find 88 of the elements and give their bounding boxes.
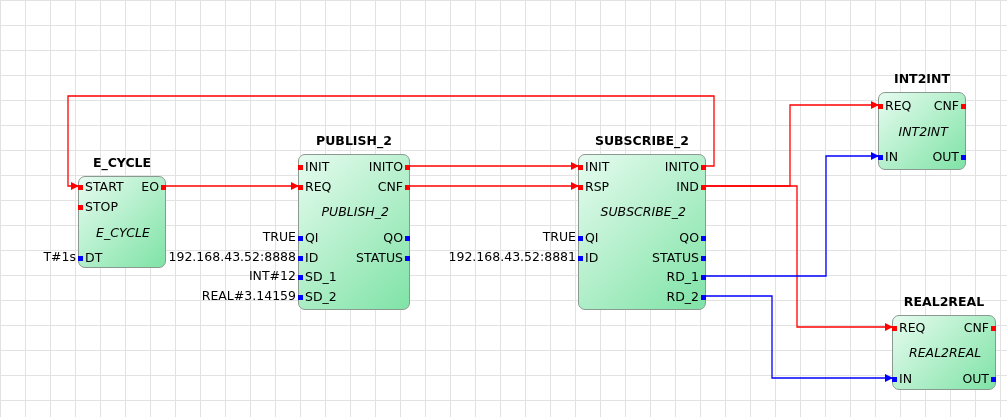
data-input-port: IN <box>892 371 913 387</box>
connection-line <box>67 95 715 190</box>
block-type-name: PUBLISH_2 <box>321 204 389 220</box>
data-input-port: IN <box>878 149 899 165</box>
node-label: RD_2 <box>666 289 699 304</box>
data-output-port: QO <box>679 230 706 246</box>
event-input-port: REQ <box>892 320 926 336</box>
event-input-port: REQ <box>878 98 912 114</box>
data-input-port: QI <box>298 230 319 246</box>
data-input-port: DT <box>78 250 103 266</box>
parameter-value: TRUE <box>542 229 576 245</box>
block-title: SUBSCRIBE_2 <box>593 132 691 150</box>
data-input-port: ID <box>578 250 599 266</box>
data-output-port: STATUS <box>652 250 706 266</box>
block-title: PUBLISH_2 <box>315 132 393 150</box>
node-label: RD_1 <box>666 269 699 284</box>
node-label: QI <box>305 230 319 245</box>
event-input-port: RSP <box>578 179 610 195</box>
parameter-value: 192.168.43.52:8888 <box>168 249 296 265</box>
node-label: SD_2 <box>305 289 337 304</box>
node-label: REQ <box>305 179 332 194</box>
data-input-port: SD_1 <box>298 269 337 285</box>
node-label: INIT <box>305 159 330 174</box>
data-output-port: RD_2 <box>666 289 706 305</box>
parameter-value: INT#12 <box>248 268 296 284</box>
data-output-port: STATUS <box>356 250 410 266</box>
event-output-port: IND <box>676 179 706 195</box>
node-label: OUT <box>932 149 959 164</box>
data-output-port: OUT <box>932 149 966 165</box>
node-label: REQ <box>885 98 912 113</box>
node-label: INITO <box>664 159 699 174</box>
node-label: STATUS <box>356 250 403 265</box>
connection-line <box>705 295 893 382</box>
node-label: START <box>85 179 124 194</box>
event-output-port: CNF <box>963 320 996 336</box>
node-label: EO <box>141 179 159 194</box>
block-type-name: E_CYCLE <box>96 225 150 241</box>
node-label: RSP <box>585 179 610 194</box>
node-label: IN <box>885 149 899 164</box>
node-label: CNF <box>933 98 959 113</box>
data-input-port: QI <box>578 230 599 246</box>
connection-line <box>409 162 579 170</box>
node-label: REQ <box>899 320 926 335</box>
block-title: REAL2REAL <box>902 293 986 311</box>
node-label: INIT <box>585 159 610 174</box>
node-label: QO <box>679 230 699 245</box>
event-input-port: REQ <box>298 179 332 195</box>
connection-line <box>705 152 879 277</box>
parameter-value: TRUE <box>262 229 296 245</box>
block-type-name: INT2INT <box>898 124 948 140</box>
block-type-name: SUBSCRIBE_2 <box>600 204 686 220</box>
node-label: INITO <box>368 159 403 174</box>
event-output-port: EO <box>141 179 166 195</box>
node-label: ID <box>585 250 599 265</box>
block-title: E_CYCLE <box>91 154 153 172</box>
event-input-port: INIT <box>578 159 610 175</box>
data-output-port: QO <box>383 230 410 246</box>
block-title: INT2INT <box>893 70 951 88</box>
parameter-value: T#1s <box>43 249 76 265</box>
connection-line <box>409 182 579 190</box>
node-label: QO <box>383 230 403 245</box>
node-label: QI <box>585 230 599 245</box>
event-output-port: CNF <box>933 98 966 114</box>
connection-line <box>165 182 299 190</box>
event-input-port: STOP <box>78 199 118 215</box>
node-label: IN <box>899 371 913 386</box>
data-output-port: OUT <box>962 371 996 387</box>
node-label: STATUS <box>652 250 699 265</box>
event-output-port: INITO <box>664 159 706 175</box>
connection-line <box>705 185 893 331</box>
data-output-port: RD_1 <box>666 269 706 285</box>
event-output-port: CNF <box>377 179 410 195</box>
block-type-name: REAL2REAL <box>909 345 982 361</box>
node-label: CNF <box>377 179 403 194</box>
node-label: SD_1 <box>305 269 337 284</box>
node-label: ID <box>305 250 319 265</box>
node-label: DT <box>85 250 103 265</box>
parameter-value: REAL#3.14159 <box>201 288 296 304</box>
node-label: STOP <box>85 199 118 214</box>
event-input-port: INIT <box>298 159 330 175</box>
data-input-port: ID <box>298 250 319 266</box>
event-output-port: INITO <box>368 159 410 175</box>
parameter-value: 192.168.43.52:8881 <box>448 249 576 265</box>
node-label: CNF <box>963 320 989 335</box>
node-label: OUT <box>962 371 989 386</box>
event-input-port: START <box>78 179 124 195</box>
node-label: IND <box>676 179 699 194</box>
data-input-port: SD_2 <box>298 289 337 305</box>
